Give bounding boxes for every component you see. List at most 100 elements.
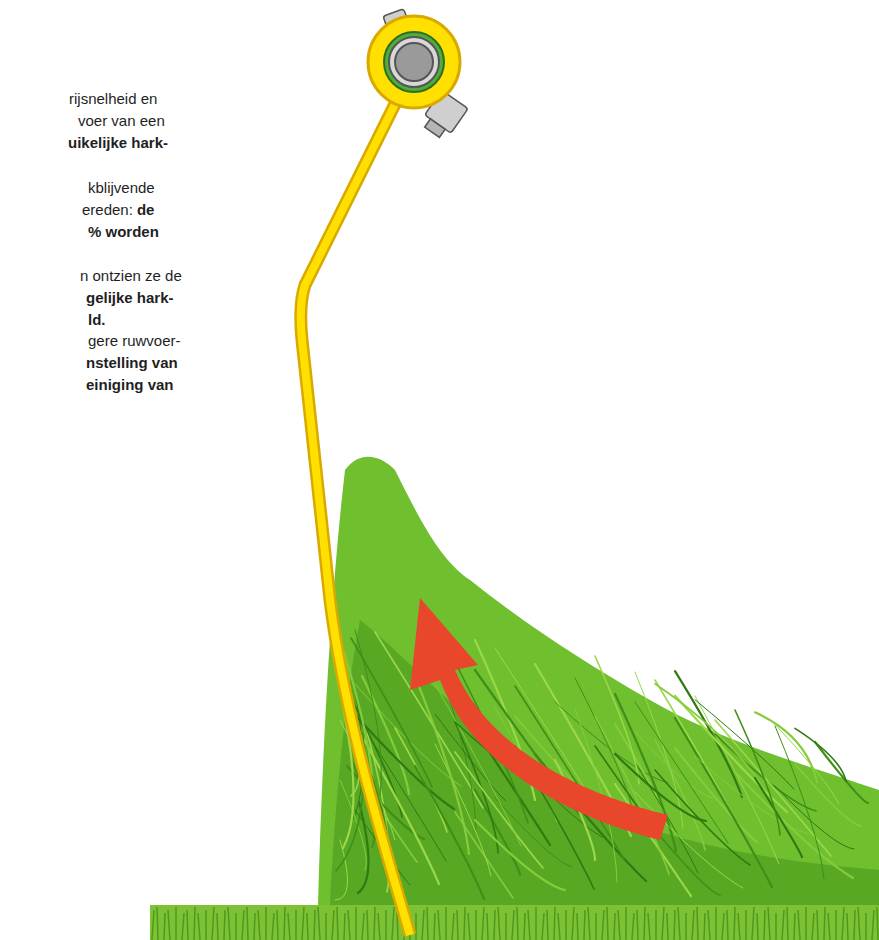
- stubble-stroke: [302, 907, 304, 940]
- stubble-stroke: [254, 913, 255, 940]
- stubble-stroke: [554, 907, 555, 940]
- grass-swath: [318, 457, 879, 905]
- stubble-stroke: [505, 913, 507, 940]
- stubble-stroke: [175, 907, 177, 940]
- stubble-stroke: [194, 907, 195, 940]
- stubble-stroke: [517, 907, 518, 940]
- grass-blade: [735, 772, 853, 878]
- grass-blade: [655, 770, 750, 865]
- stubble-stroke: [847, 913, 848, 940]
- stubble-stroke: [468, 913, 470, 940]
- stubble-stroke: [348, 910, 350, 940]
- stubble-stroke: [265, 907, 267, 940]
- stubble-stroke: [344, 913, 345, 940]
- stubble-stroke: [584, 910, 585, 940]
- stubble-stroke: [738, 913, 740, 940]
- stubble-stroke: [235, 913, 237, 940]
- stubble-stroke: [152, 910, 154, 940]
- stubble-stroke: [528, 910, 530, 940]
- text-fragment: uikelijke hark-: [68, 134, 168, 152]
- stubble-stroke: [734, 907, 735, 940]
- stubble-stroke: [378, 913, 380, 940]
- stubble-stroke: [272, 913, 274, 940]
- grass-blade: [595, 716, 669, 874]
- stubble-stroke: [422, 910, 424, 940]
- stubble-stroke: [632, 913, 634, 940]
- stubble-stroke: [697, 907, 698, 940]
- stubble-stroke: [667, 913, 668, 940]
- stubble-stroke: [828, 913, 830, 940]
- text-fragment: ld.: [88, 311, 106, 329]
- stubble-stroke: [644, 907, 645, 940]
- stubble-stroke: [842, 907, 844, 940]
- text-fragment: einiging van: [86, 376, 174, 394]
- stubble-stroke: [547, 910, 548, 940]
- grass-blade: [635, 792, 743, 888]
- grass-blade: [655, 684, 765, 790]
- stubble-stroke: [637, 910, 638, 940]
- stubble-stroke: [835, 910, 837, 940]
- rotor-shaft: [395, 43, 433, 81]
- stubble-stroke: [182, 913, 184, 940]
- stubble-stroke: [858, 907, 860, 940]
- stubble-stroke: [277, 910, 278, 940]
- grass-blade: [795, 764, 861, 826]
- stubble-stroke: [217, 913, 218, 940]
- stubble-stroke: [752, 907, 754, 940]
- stubble-stroke: [445, 907, 447, 940]
- ground-grass: [150, 905, 879, 940]
- stubble-stroke: [494, 910, 495, 940]
- lift-arrow: [410, 598, 668, 840]
- stubble-stroke: [558, 913, 560, 940]
- grass-blade: [775, 726, 824, 879]
- grass-blade: [775, 786, 854, 849]
- stubble-stroke: [708, 910, 710, 940]
- stubble-stroke: [787, 907, 788, 940]
- rotor-coil: [368, 16, 460, 108]
- stubble-stroke: [757, 913, 758, 940]
- stubble-stroke: [212, 907, 214, 940]
- grass-blade: [475, 820, 565, 890]
- grass-blade: [615, 784, 691, 896]
- rotor-ring: [384, 32, 444, 92]
- stubble-stroke: [164, 913, 165, 940]
- stubble-stroke: [854, 910, 855, 940]
- stubble-stroke: [512, 910, 514, 940]
- stubble-stroke: [295, 910, 297, 940]
- stubble-stroke: [577, 913, 578, 940]
- stubble-stroke: [662, 907, 664, 940]
- text-fragment: nstelling van: [86, 354, 178, 372]
- stubble-stroke: [397, 913, 398, 940]
- rotor-ring-inner: [389, 37, 439, 87]
- stubble-stroke: [877, 907, 878, 940]
- stubble-stroke: [805, 907, 807, 940]
- stubble-stroke: [565, 910, 567, 940]
- stubble-stroke: [775, 913, 777, 940]
- text-fragment: gelijke hark-: [86, 289, 174, 307]
- stubble-stroke: [542, 913, 544, 940]
- stubble-stroke: [865, 913, 867, 940]
- stubble-stroke: [168, 910, 170, 940]
- stubble-stroke: [355, 907, 357, 940]
- stubble-stroke: [228, 907, 230, 940]
- stubble-stroke: [588, 907, 590, 940]
- stubble-stroke: [727, 910, 728, 940]
- stubble-stroke: [768, 907, 770, 940]
- stubble-stroke: [258, 910, 260, 940]
- stubble-stroke: [337, 907, 338, 940]
- stubble-stroke: [614, 913, 615, 940]
- grass-blade: [475, 790, 520, 875]
- stubble-stroke: [872, 910, 874, 940]
- stubble-stroke: [325, 913, 327, 940]
- stubble-stroke: [284, 907, 285, 940]
- grass-blade: [395, 728, 447, 832]
- stubble-stroke: [224, 910, 225, 940]
- stubble-stroke: [674, 910, 675, 940]
- stubble-stroke: [487, 913, 488, 940]
- grass-blade: [415, 766, 484, 899]
- stubble-stroke: [595, 913, 597, 940]
- stubble-stroke: [427, 907, 428, 940]
- stubble-stroke: [415, 913, 417, 940]
- stubble-stroke: [392, 907, 394, 940]
- stubble-stroke: [655, 910, 657, 940]
